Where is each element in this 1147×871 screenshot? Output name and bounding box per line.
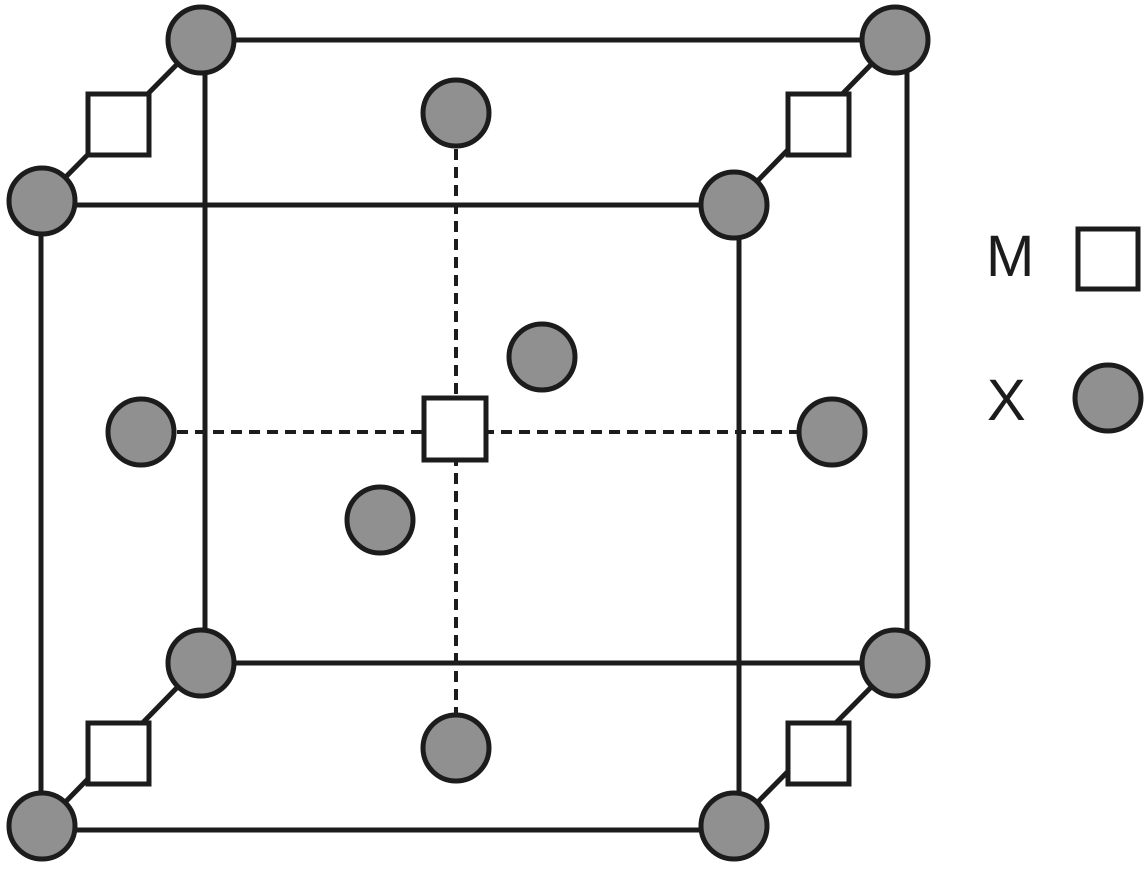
x-sites bbox=[6, 4, 931, 862]
x-site-face-bottom bbox=[420, 712, 492, 784]
x-site-back-top-left bbox=[165, 4, 237, 76]
x-site-front-top-left bbox=[6, 165, 78, 237]
cube-back-face bbox=[201, 37, 910, 666]
legend-symbol-circle-icon bbox=[1072, 362, 1144, 434]
x-site-back-bottom-right bbox=[859, 627, 931, 699]
x-site-face-front bbox=[344, 484, 416, 556]
m-site-back-bottom-left bbox=[85, 720, 152, 787]
x-site-front-top-right bbox=[698, 169, 770, 241]
x-site-face-left bbox=[105, 396, 177, 468]
legend-symbol-square-icon bbox=[1075, 226, 1141, 292]
m-sites bbox=[85, 91, 852, 787]
x-site-front-bottom-left bbox=[6, 790, 78, 862]
legend: M X bbox=[986, 224, 1144, 434]
legend-label-x: X bbox=[987, 368, 1026, 433]
m-site-back-top-right bbox=[785, 91, 852, 158]
x-site-front-bottom-right bbox=[698, 790, 770, 862]
x-site-back-bottom-left bbox=[165, 627, 237, 699]
x-site-face-top bbox=[420, 77, 492, 149]
x-site-back-top-right bbox=[859, 4, 931, 76]
x-site-face-right bbox=[796, 396, 868, 468]
m-site-center bbox=[421, 395, 489, 463]
x-site-face-back bbox=[506, 321, 578, 393]
m-site-back-top-left bbox=[85, 91, 152, 158]
m-site-back-bottom-right bbox=[785, 720, 852, 787]
legend-label-m: M bbox=[986, 224, 1034, 289]
cube-front-face bbox=[38, 202, 742, 833]
